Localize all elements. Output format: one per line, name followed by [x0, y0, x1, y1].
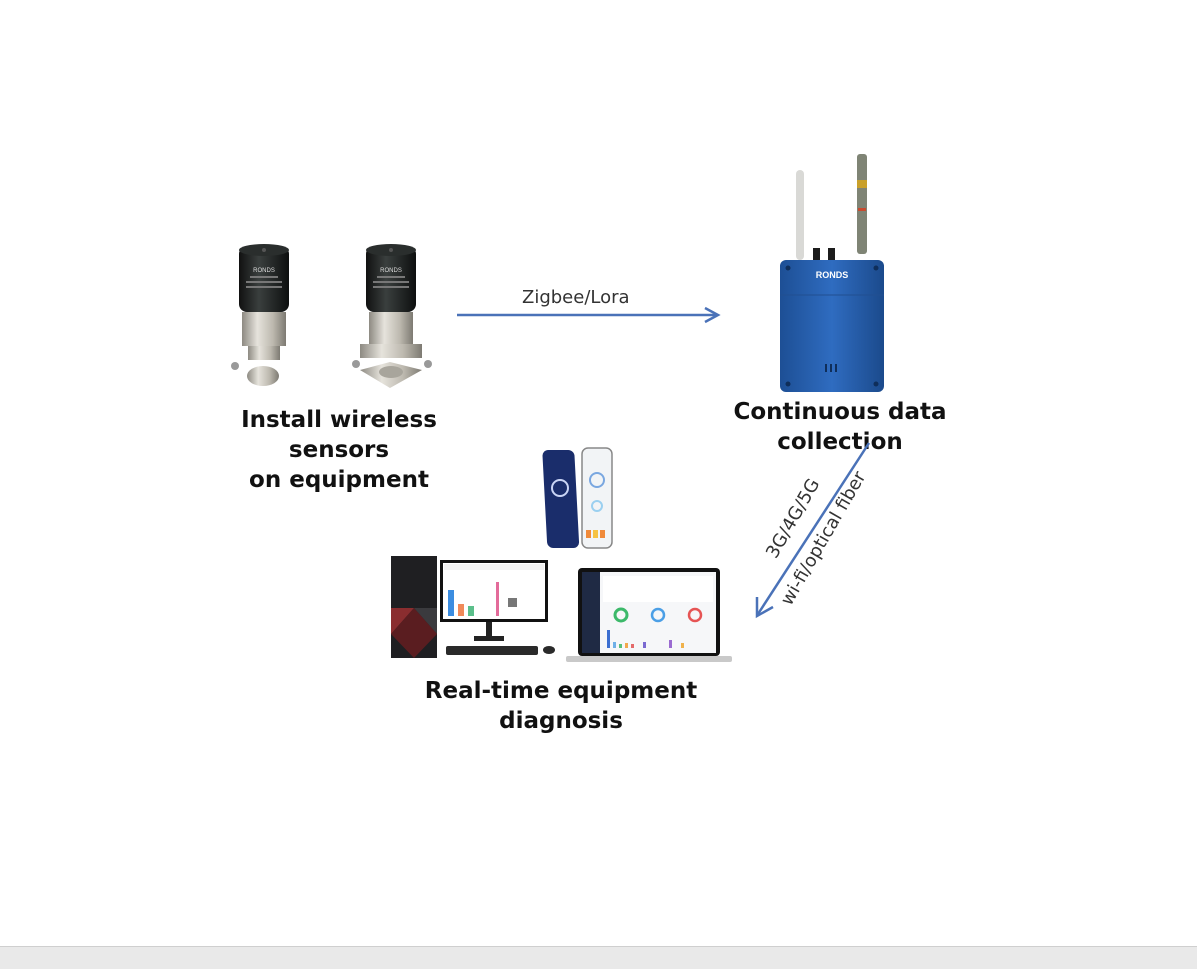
sensor-brand-label: RONDS — [380, 268, 402, 274]
arrow-sensor-to-gateway — [457, 306, 721, 324]
laptop-dashboard — [566, 568, 732, 662]
antenna-right-icon — [857, 154, 867, 254]
gateway-caption: Continuous data collection — [733, 399, 947, 455]
gateway-brand-label: RONDS — [816, 270, 849, 280]
sensors-caption-line2: on equipment — [249, 467, 429, 493]
sensor-brand-label: RONDS — [253, 268, 275, 274]
sensors-caption: Install wireless sensors on equipment — [200, 405, 478, 495]
arrow-gateway-to-diagnosis — [755, 442, 871, 619]
diagnosis-caption: Real-time equipment diagnosis — [424, 678, 698, 734]
smartphone-app — [542, 447, 613, 549]
data-gateway-device: RONDS — [780, 154, 884, 392]
sensors-caption-line1: Install wireless sensors — [241, 407, 437, 463]
link-label-zigbee-lora: Zigbee/Lora — [522, 287, 630, 308]
wireless-sensor-right: RONDS — [352, 244, 432, 388]
wireless-sensor-left: RONDS — [231, 244, 289, 386]
desktop-computer — [391, 556, 555, 658]
window-bottom-bar — [0, 946, 1197, 969]
antenna-left-icon — [796, 170, 804, 260]
